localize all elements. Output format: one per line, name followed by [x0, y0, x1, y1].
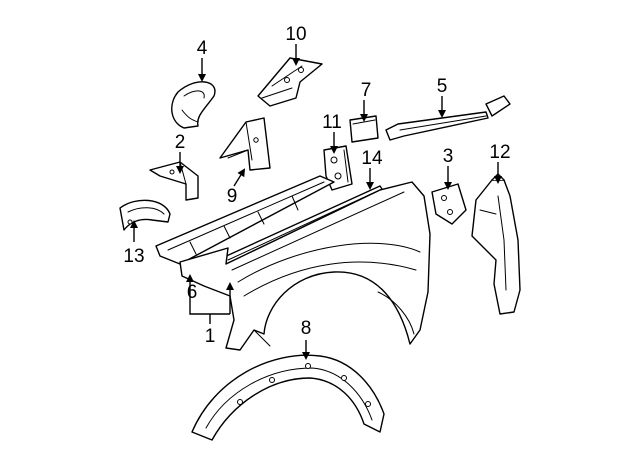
leader-9 [233, 168, 246, 187]
callout-2: 2 [175, 132, 186, 153]
part-12-liner [471, 173, 521, 315]
callout-8: 8 [301, 318, 312, 339]
part-3-plate [431, 183, 467, 225]
callout-9: 9 [227, 186, 238, 207]
callout-7: 7 [361, 80, 372, 101]
callout-14: 14 [361, 148, 383, 169]
leader-6-bracket [189, 300, 230, 315]
part-8-liner [191, 354, 385, 441]
part-9-bracket [219, 117, 271, 171]
callout-13: 13 [123, 246, 144, 267]
callout-1: 1 [205, 326, 216, 347]
callout-5: 5 [437, 76, 448, 97]
callout-leaders [130, 44, 502, 360]
part-13-shield [119, 199, 171, 231]
part-6-rail [155, 175, 335, 265]
part-2-bracket [149, 161, 199, 201]
callout-11: 11 [322, 112, 342, 133]
part-4-shield [171, 81, 216, 129]
callout-10: 10 [285, 24, 306, 45]
callout-12: 12 [489, 142, 510, 163]
callout-6: 6 [187, 282, 198, 303]
part-5-rod [385, 95, 511, 141]
part-1-fender [179, 181, 431, 351]
callout-3: 3 [443, 146, 454, 167]
part-10-bracket [257, 57, 323, 107]
callout-4: 4 [197, 38, 208, 59]
callout-labels: 4 10 7 5 2 9 11 14 3 12 13 6 1 8 [123, 24, 510, 347]
part-11-latch [323, 145, 353, 191]
